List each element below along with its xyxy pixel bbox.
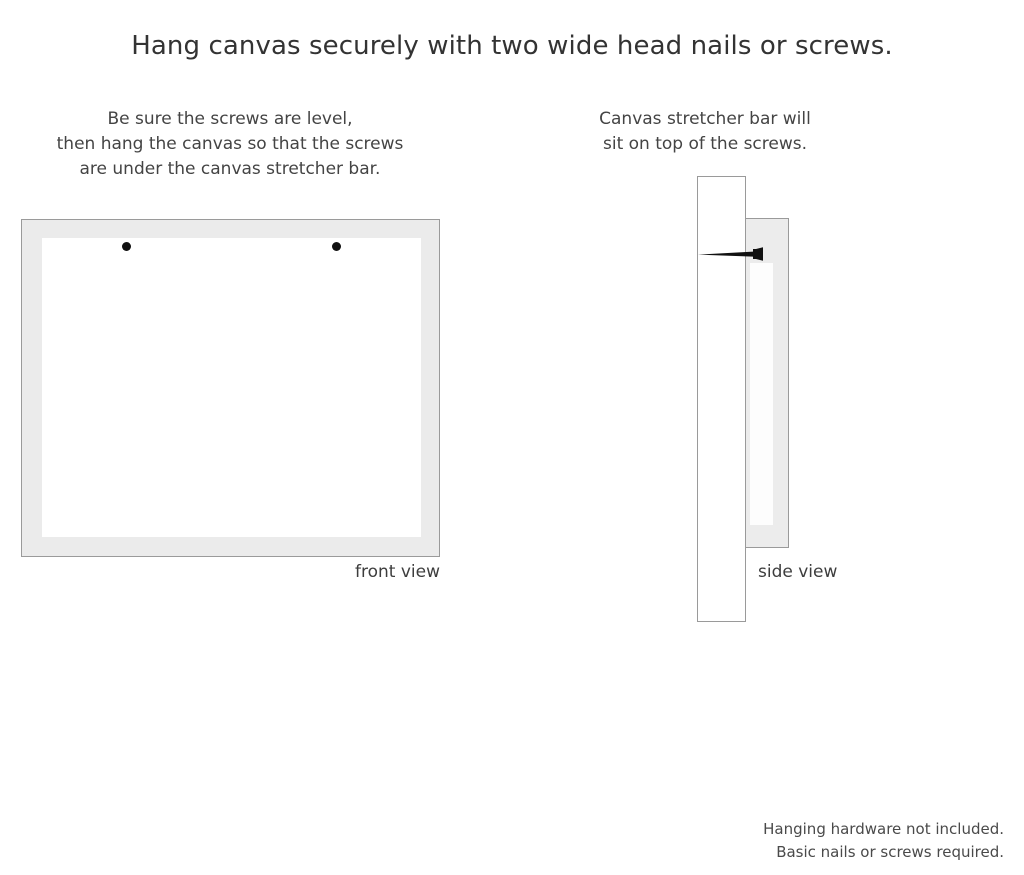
front-view-caption-line-1: Be sure the screws are level, (107, 109, 353, 129)
wall-rectangle (697, 176, 746, 622)
screw-head-left-icon (122, 242, 131, 251)
footer-note: Hanging hardware not included. Basic nai… (763, 818, 1004, 864)
screw-head-right-icon (332, 242, 341, 251)
footer-note-line-2: Basic nails or screws required. (776, 843, 1004, 861)
canvas-face-inner (42, 238, 421, 537)
front-view-label: front view (355, 562, 440, 582)
page-title: Hang canvas securely with two wide head … (131, 31, 893, 62)
side-view-label: side view (758, 562, 838, 582)
footer-note-line-1: Hanging hardware not included. (763, 820, 1004, 838)
front-view-diagram (21, 219, 440, 557)
side-view-caption-line-2: sit on top of the screws. (602, 134, 808, 154)
front-view-caption-line-2: then hang the canvas so that the screws (56, 134, 404, 154)
side-view-caption-line-1: Canvas stretcher bar will (599, 109, 811, 129)
wide-head-screw-icon (698, 246, 764, 262)
side-view-diagram (697, 176, 897, 626)
canvas-stretcher-bar-inner-face (750, 263, 773, 525)
canvas-frame-outer (21, 219, 440, 557)
front-view-caption: Be sure the screws are level, then hang … (20, 107, 440, 182)
side-view-caption: Canvas stretcher bar will sit on top of … (585, 107, 825, 157)
front-view-caption-line-3: are under the canvas stretcher bar. (79, 159, 381, 179)
